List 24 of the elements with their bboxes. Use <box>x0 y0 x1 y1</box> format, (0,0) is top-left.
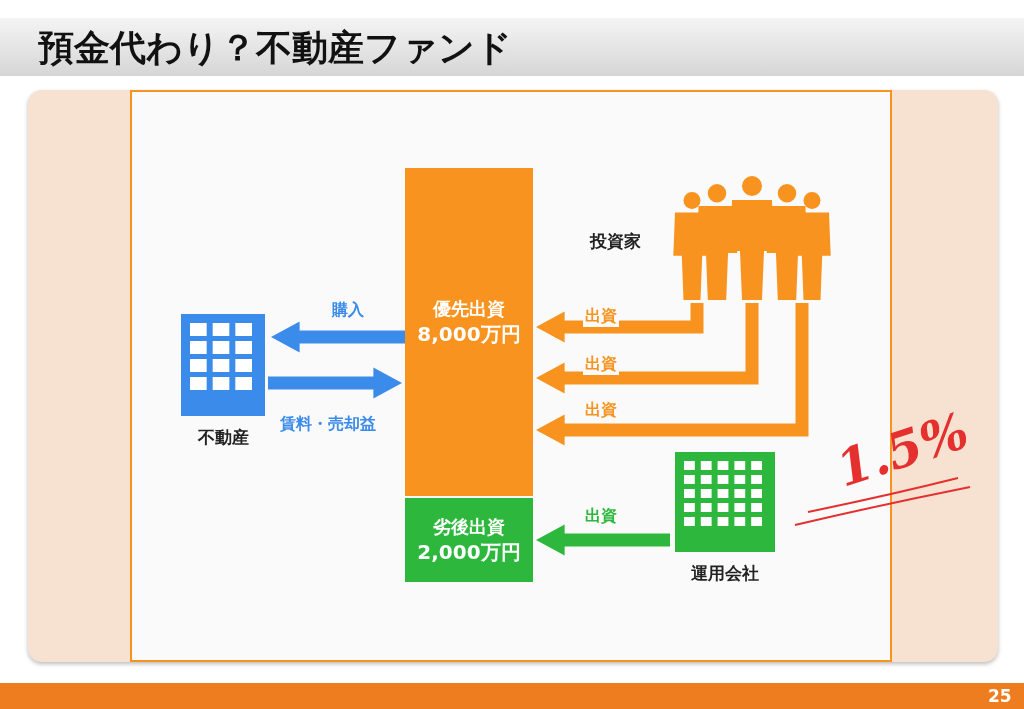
senior-investment-box <box>405 168 533 496</box>
box-heading: 優先出資 <box>433 296 505 321</box>
page-number: 25 <box>988 686 1012 706</box>
box-heading: 劣後出資 <box>433 514 505 539</box>
edge-label: 出資 <box>583 400 619 421</box>
arrow <box>536 303 759 394</box>
slide-title: 預金代わり？不動産ファンド <box>38 26 512 70</box>
arrow <box>536 303 809 446</box>
node-caption: 不動産 <box>196 426 250 449</box>
edge-label: 出資 <box>583 506 619 527</box>
edge-label: 出資 <box>583 306 619 327</box>
arrow <box>268 367 402 399</box>
handwritten-note: 1.5% <box>829 400 976 499</box>
amount-text: 8,000万円 <box>417 320 521 348</box>
amount-text: 2,000万円 <box>417 538 521 566</box>
edge-label: 賃料・売却益 <box>278 414 378 435</box>
arrow <box>271 321 405 353</box>
edge-label: 購入 <box>330 300 366 321</box>
subordinated-investment-box <box>405 498 533 582</box>
edge-label: 出資 <box>583 354 619 375</box>
arrow <box>536 524 670 556</box>
node-caption: 運用会社 <box>690 562 760 585</box>
arrow <box>536 303 704 343</box>
node-caption: 投資家 <box>590 230 641 253</box>
